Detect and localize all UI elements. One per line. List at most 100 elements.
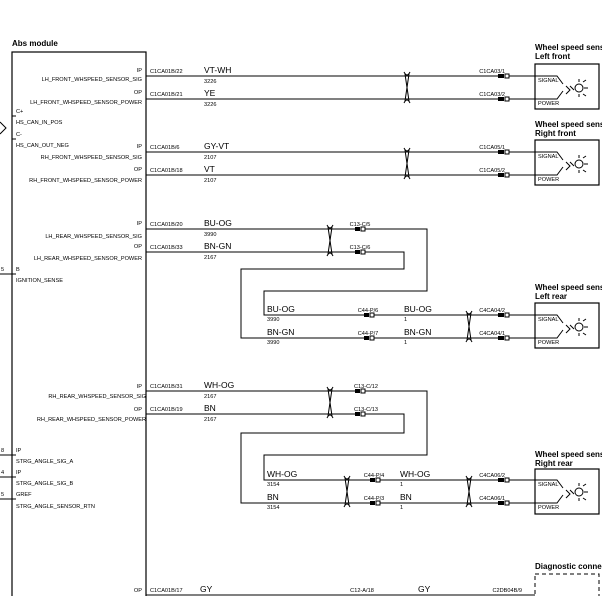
connector-label: C4CA06/1 bbox=[479, 496, 505, 502]
connector-label: C1CA01B/31 bbox=[150, 384, 183, 390]
twisted-pair-icon bbox=[465, 310, 473, 343]
sensor-wheel-icon bbox=[565, 483, 588, 501]
terminal-icon bbox=[504, 96, 510, 102]
sensor-title: Wheel speed sens bbox=[535, 120, 602, 129]
pin-name: LH_REAR_WHSPEED_SENSOR_SIG bbox=[45, 234, 142, 240]
pin-number: 5 bbox=[1, 492, 4, 498]
terminal-icon bbox=[355, 227, 360, 231]
pin-name: HS_CAN_IN_POS bbox=[16, 120, 63, 126]
pin-io: OP bbox=[134, 90, 142, 96]
pin-name: LH_REAR_WHSPEED_SENSOR_POWER bbox=[34, 256, 142, 262]
terminal-icon bbox=[504, 172, 510, 178]
terminal-icon bbox=[355, 389, 360, 393]
connector-label: C1CA01B/19 bbox=[150, 407, 183, 413]
connector-label: C44-P/6 bbox=[358, 308, 379, 314]
wire bbox=[263, 228, 428, 316]
pin-name: LH_FRONT_WHSPEED_SENSOR_SIG bbox=[42, 77, 142, 83]
terminal-icon bbox=[498, 478, 504, 482]
wire-number: 3154 bbox=[267, 505, 279, 511]
pin-mark: C- bbox=[16, 132, 22, 138]
wire-color: BU-OG bbox=[267, 304, 295, 314]
connector-label: C13-C/5 bbox=[350, 222, 371, 228]
pin-io: OP bbox=[134, 588, 142, 594]
connector-label: C1CA05/2 bbox=[479, 168, 505, 174]
sensor-wire bbox=[535, 479, 564, 504]
pin-name: RH_FRONT_WHSPEED_SENSOR_SIG bbox=[41, 155, 142, 161]
twisted-pair-icon bbox=[465, 475, 473, 508]
wire-color: WH-OG bbox=[267, 469, 297, 479]
wire-color: BN-GN bbox=[404, 327, 431, 337]
connector-label: C12-A/18 bbox=[350, 588, 374, 594]
terminal-icon bbox=[504, 500, 510, 506]
wire bbox=[263, 390, 428, 481]
pin-number: 5 bbox=[1, 267, 4, 273]
terminal-icon bbox=[498, 74, 504, 78]
wire-number: 3154 bbox=[267, 482, 279, 488]
pin-mark: IP bbox=[16, 470, 22, 476]
wire-number: 2167 bbox=[204, 255, 216, 261]
pin-io: OP bbox=[134, 167, 142, 173]
sensor-left-front: Wheel speed sens Left front SIGNAL POWER bbox=[534, 43, 602, 110]
sensor-coil-icon bbox=[574, 83, 584, 93]
pin-name: HS_CAN_OUT_NEG bbox=[16, 143, 69, 149]
abs-module: Abs module bbox=[0, 39, 147, 596]
sensor-power-label: POWER bbox=[538, 177, 559, 183]
sensor-power-label: POWER bbox=[538, 505, 559, 511]
sensor-subtitle: Right rear bbox=[535, 459, 573, 468]
connector-label: C1CA01B/22 bbox=[150, 69, 183, 75]
connector-label: C44-P/3 bbox=[364, 496, 385, 502]
pin-number: 8 bbox=[1, 448, 4, 454]
wire-color: GY bbox=[418, 584, 431, 594]
wire-color: GY bbox=[200, 584, 213, 594]
terminal-icon bbox=[370, 478, 375, 482]
terminal-icon bbox=[498, 501, 504, 505]
sensor-wheel-icon bbox=[565, 155, 588, 173]
wire-color: BN-GN bbox=[204, 241, 231, 251]
sensor-signal-label: SIGNAL bbox=[538, 482, 559, 488]
sensor-left-rear: Wheel speed sens Left rear SIGNAL POWER bbox=[534, 283, 602, 349]
connector-label: C4CA04/1 bbox=[479, 331, 505, 337]
sensor-wheel-icon bbox=[565, 79, 588, 97]
left-rear-circuit: C1CA01B/20 C1CA01B/33 BU-OG 3990 BN-GN 2… bbox=[146, 218, 535, 346]
sensor-box bbox=[534, 302, 600, 349]
wire-color: BU-OG bbox=[204, 218, 232, 228]
wire bbox=[240, 413, 405, 504]
sensor-signal-label: SIGNAL bbox=[538, 78, 559, 84]
wire-color: BU-OG bbox=[404, 304, 432, 314]
terminal-icon bbox=[498, 97, 504, 101]
connector-label: C1CA03/1 bbox=[479, 69, 505, 75]
abs-module-box bbox=[11, 51, 147, 596]
terminal-icon bbox=[498, 313, 504, 317]
wire-number: 3990 bbox=[267, 340, 279, 346]
diagnostic-box bbox=[534, 573, 600, 596]
pin-number: 4 bbox=[1, 470, 4, 476]
pin-mark: GREF bbox=[16, 492, 32, 498]
pin-name: STRG_ANGLE_SIG_A bbox=[16, 459, 73, 465]
terminal-icon bbox=[364, 313, 369, 317]
sensor-box bbox=[534, 63, 600, 110]
sensor-coil-icon bbox=[574, 159, 584, 169]
sensor-wire bbox=[535, 75, 564, 100]
wire-color: VT bbox=[204, 164, 215, 174]
sensor-coil-icon bbox=[574, 322, 584, 332]
sensor-title: Wheel speed sens bbox=[535, 283, 602, 292]
terminal-icon bbox=[370, 501, 375, 505]
wire-number: 3226 bbox=[204, 102, 216, 108]
pin-name: RH_REAR_WHSPEED_SENSOR_POWER bbox=[37, 417, 146, 423]
abs-left-pins: C+ HS_CAN_IN_POS C- HS_CAN_OUT_NEG 5 B I… bbox=[0, 109, 95, 510]
terminal-icon bbox=[504, 73, 510, 79]
connector-label: C1CA01B/20 bbox=[150, 222, 183, 228]
sensor-signal-label: SIGNAL bbox=[538, 317, 559, 323]
connector-label: C13-C/12 bbox=[354, 384, 378, 390]
wire-number: 1 bbox=[400, 505, 403, 511]
connector-label: C1CA01B/33 bbox=[150, 245, 183, 251]
sensor-right-rear: Wheel speed sens Right rear SIGNAL POWER bbox=[534, 450, 602, 515]
wire-color: WH-OG bbox=[400, 469, 430, 479]
terminal-icon bbox=[364, 336, 369, 340]
pin-io: IP bbox=[137, 68, 143, 74]
terminal-icon bbox=[498, 336, 504, 340]
sensor-coil-icon bbox=[574, 487, 584, 497]
wire-number: 3990 bbox=[267, 317, 279, 323]
twisted-pair-icon bbox=[343, 475, 351, 508]
